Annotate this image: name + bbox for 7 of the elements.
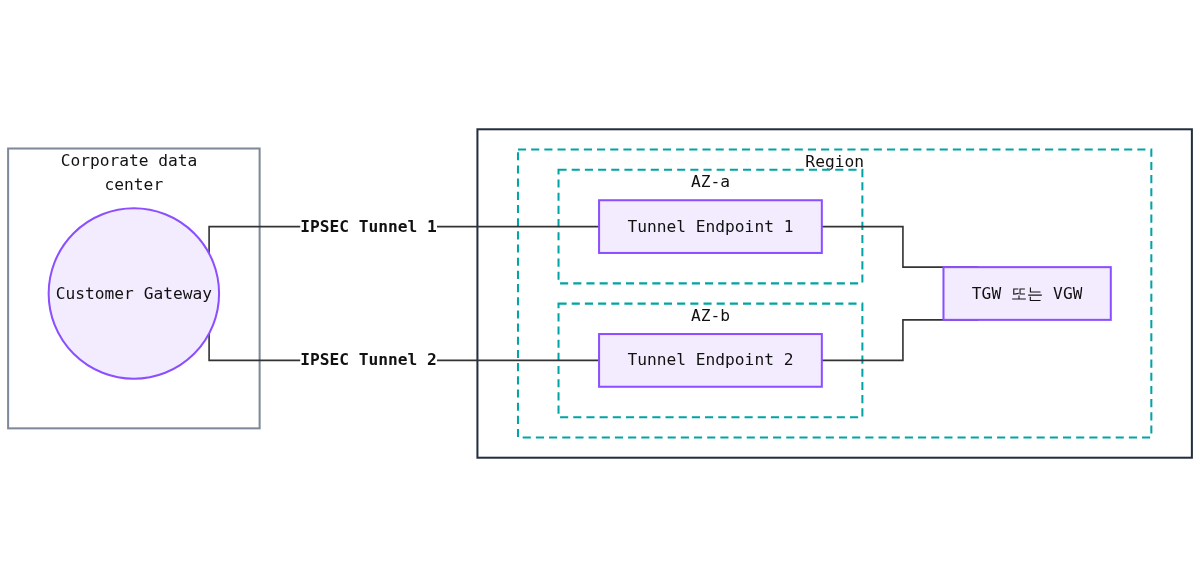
node-box: Tunnel Endpoint 2 [598,333,823,388]
edge-label: IPSEC Tunnel 2 [300,350,437,370]
node-box: Tunnel Endpoint 1 [598,199,823,254]
cluster [476,128,1193,459]
node-box: TGW 또는 VGW [942,266,1112,321]
edge-label: IPSEC Tunnel 1 [300,216,437,236]
node-circle: Customer Gateway [47,207,221,380]
